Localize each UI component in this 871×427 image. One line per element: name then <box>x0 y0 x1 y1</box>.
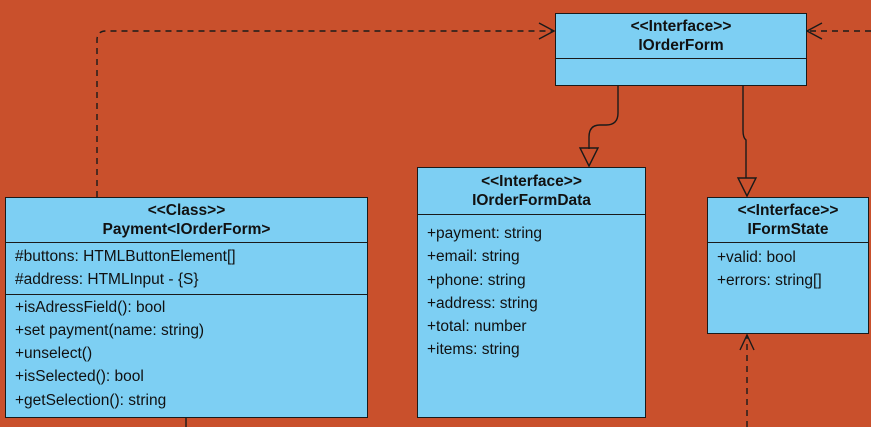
method-row: +set payment(name: string) <box>15 321 205 339</box>
payment-methods: +isAdressField(): bool +set payment(name… <box>6 295 367 416</box>
arrowhead-open-iorderform-left <box>538 22 556 40</box>
arrowhead-hollow-triangle-iformstate <box>736 177 758 198</box>
iorderformdata-name: IOrderFormData <box>472 192 591 209</box>
attribute-row: +items: string <box>427 341 520 359</box>
attribute-row: #buttons: HTMLButtonElement[] <box>15 248 236 265</box>
iformstate-stereotype: <<Interface>> <box>737 202 839 219</box>
method-row: +isSelected(): bool <box>15 368 144 386</box>
arrowhead-open-iformstate-bottom <box>739 333 755 351</box>
arrowhead-hollow-triangle-iorderformdata <box>578 147 600 168</box>
iorderformdata-attributes: +payment: string +email: string +phone: … <box>418 215 645 366</box>
attribute-row: +phone: string <box>427 271 526 289</box>
arrowhead-open-iorderform-right <box>805 22 823 40</box>
iorderform-header: <<Interface>> IOrderForm <box>556 14 806 59</box>
attribute-row: +total: number <box>427 318 527 336</box>
attribute-row: +email: string <box>427 248 520 266</box>
iformstate-attributes: +valid: bool +errors: string[] <box>708 243 868 297</box>
iorderform-name: IOrderForm <box>638 37 724 54</box>
attribute-row: +valid: bool <box>717 249 796 266</box>
attribute-row: +errors: string[] <box>717 272 822 290</box>
iorderform-box[interactable]: <<Interface>> IOrderForm <box>555 13 807 86</box>
iorderformdata-box[interactable]: <<Interface>> IOrderFormData +payment: s… <box>417 167 646 418</box>
payment-name: Payment<IOrderForm> <box>102 221 271 238</box>
iformstate-name: IFormState <box>747 221 829 238</box>
iorderformdata-header: <<Interface>> IOrderFormData <box>418 168 645 215</box>
method-row: +isAdressField(): bool <box>15 298 166 316</box>
connector-iorderformdata-to-iorderform <box>588 85 619 149</box>
attribute-row: +address: string <box>427 294 538 312</box>
attribute-row: +payment: string <box>427 225 543 242</box>
method-row: +getSelection(): string <box>15 391 167 409</box>
iorderformdata-stereotype: <<Interface>> <box>481 173 582 190</box>
payment-header: <<Class>> Payment<IOrderForm> <box>6 198 367 243</box>
connector-payment-to-iorderform <box>96 30 553 197</box>
iformstate-header: <<Interface>> IFormState <box>708 198 868 243</box>
payment-attributes: #buttons: HTMLButtonElement[] #address: … <box>6 243 367 295</box>
iformstate-box[interactable]: <<Interface>> IFormState +valid: bool +e… <box>707 197 869 334</box>
method-row: +unselect() <box>15 345 93 363</box>
iorderform-empty-section <box>556 59 806 84</box>
payment-stereotype: <<Class>> <box>147 202 226 219</box>
connector-iformstate-to-iorderform <box>742 85 747 178</box>
payment-class-box[interactable]: <<Class>> Payment<IOrderForm> #buttons: … <box>5 197 368 418</box>
attribute-row: #address: HTMLInput - {S} <box>15 271 199 289</box>
iorderform-stereotype: <<Interface>> <box>630 18 732 35</box>
